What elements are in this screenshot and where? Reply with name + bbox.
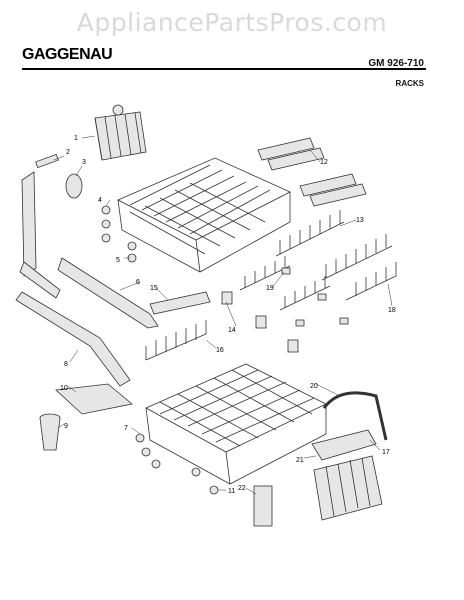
callout-5: 5 xyxy=(116,257,120,264)
part-upper-rack xyxy=(117,157,291,273)
callout-13: 13 xyxy=(356,217,364,224)
part-rack-clips xyxy=(281,267,349,327)
part-tine-rows xyxy=(239,210,393,311)
callout-4: 4 xyxy=(98,197,102,204)
part-plate-tine-rack xyxy=(145,320,207,361)
callout-9: 9 xyxy=(64,423,68,430)
part-nozzle-disc xyxy=(65,173,83,199)
part-supply-tube xyxy=(19,171,61,299)
part-clip-strips xyxy=(257,137,367,207)
part-lower-rack xyxy=(145,363,327,485)
callout-labels: 1 2 3 4 5 6 7 8 9 10 11 12 13 14 15 16 1… xyxy=(60,135,396,495)
watermark-text: AppliancePartsPros.com xyxy=(76,8,388,37)
part-cutlery-basket-large xyxy=(311,429,383,521)
part-rack-latches xyxy=(221,291,299,353)
part-lower-rack-wheels xyxy=(135,433,219,495)
leader-lines xyxy=(53,135,393,495)
callout-1: 1 xyxy=(74,135,78,142)
callout-17: 17 xyxy=(382,449,390,456)
callout-12: 12 xyxy=(320,159,328,166)
callout-16: 16 xyxy=(216,347,224,354)
part-cutlery-holder xyxy=(253,485,273,527)
callout-11: 11 xyxy=(228,488,235,495)
model-number: GM 926-710 xyxy=(368,58,424,69)
callout-8: 8 xyxy=(64,361,68,368)
callout-6: 6 xyxy=(136,279,140,286)
header-rule xyxy=(22,68,426,70)
part-filter-cup xyxy=(39,413,61,451)
callout-14: 14 xyxy=(228,327,236,334)
callout-18: 18 xyxy=(388,307,396,314)
part-upper-spray-arm xyxy=(57,257,159,329)
callout-10: 10 xyxy=(60,385,68,392)
part-spray-arm-bracket xyxy=(35,153,59,169)
callout-3: 3 xyxy=(82,159,86,166)
callout-22: 22 xyxy=(238,485,246,492)
callout-19: 19 xyxy=(266,285,274,292)
part-basket-handle xyxy=(322,391,388,441)
part-cup-shelf-clips xyxy=(149,291,211,315)
callout-7: 7 xyxy=(124,425,128,432)
callout-20: 20 xyxy=(310,383,318,390)
section-title: RACKS xyxy=(395,79,424,88)
callout-15: 15 xyxy=(150,285,158,292)
callout-2: 2 xyxy=(66,149,70,156)
part-side-tine-row xyxy=(345,262,397,301)
part-cutlery-basket-small xyxy=(94,104,147,161)
part-lower-spray-arm xyxy=(15,291,131,387)
brand-logo: GAGGENAU xyxy=(22,46,113,63)
callout-21: 21 xyxy=(296,457,304,464)
part-upper-rack-wheels xyxy=(101,205,137,263)
